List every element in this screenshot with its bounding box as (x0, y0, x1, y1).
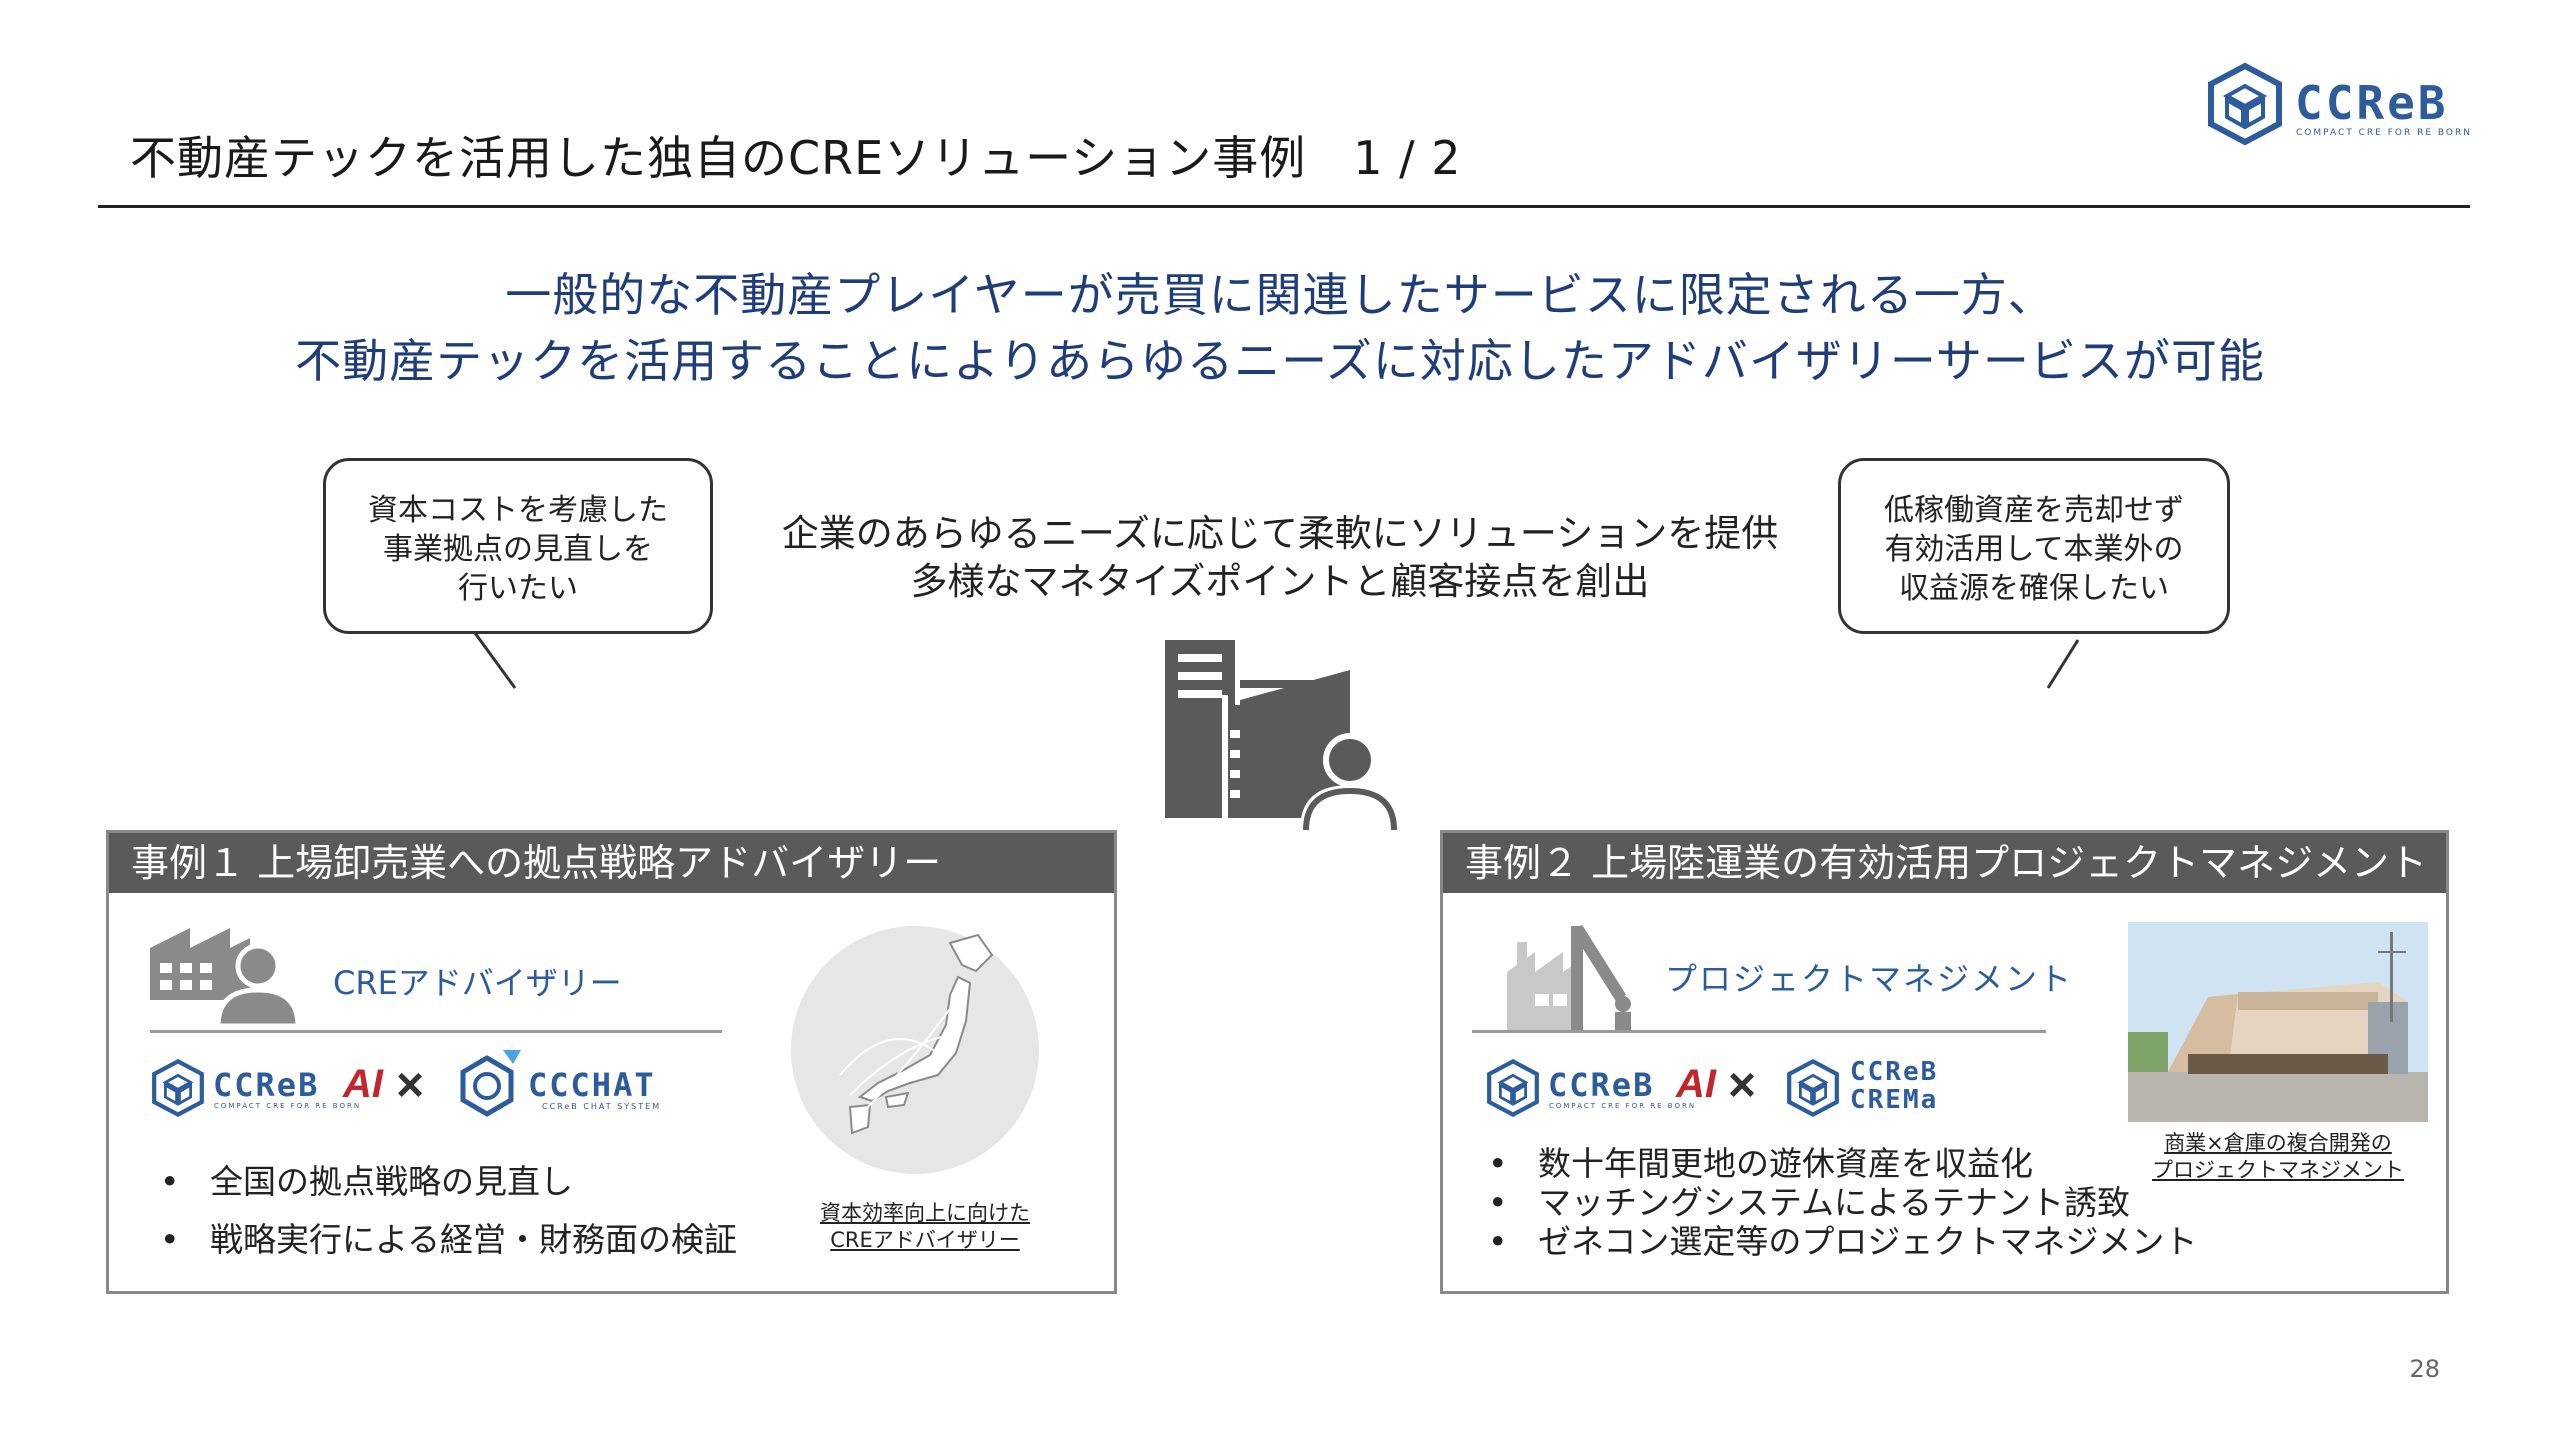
bullet-text: 数十年間更地の遊休資産を収益化 (1538, 1144, 2033, 1183)
case-1-ccreb-tagline: COMPACT CRE FOR RE BORN (214, 1102, 362, 1110)
bubble-right-line: 低稼働資産を売却せず (1884, 493, 2184, 528)
case-2-ccreb-tagline: COMPACT CRE FOR RE BORN (1549, 1102, 1697, 1110)
logo-tagline: COMPACT CRE FOR RE BORN (2296, 128, 2472, 138)
caption-line: CREアドバイザリー (830, 1228, 1020, 1252)
crema-wordmark-bottom: CREMa (1850, 1085, 1939, 1115)
case-2-title: 事例２ 上場陸運業の有効活用プロジェクトマネジメント (1443, 833, 2446, 893)
page-number: 28 (2409, 1355, 2440, 1383)
commercial-warehouse-photo (2128, 922, 2428, 1122)
japan-map-image (791, 926, 1039, 1174)
bullet-text: ゼネコン選定等のプロジェクトマネジメント (1538, 1222, 2198, 1261)
bullet-text: 戦略実行による経営・財務面の検証 (210, 1220, 738, 1259)
case-1-divider (150, 1030, 722, 1033)
bubble-right-line: 収益源を確保したい (1899, 571, 2169, 606)
bullet-icon: • (160, 1220, 180, 1259)
case-1-ccreb-wordmark: CCReB (213, 1066, 320, 1104)
case-1-bullet: • 戦略実行による経営・財務面の検証 (160, 1220, 737, 1260)
headline-line-1: 一般的な不動産プレイヤーが売買に関連したサービスに限定される一方、 (505, 268, 2055, 322)
center-line-2: 多様なマネタイズポイントと顧客接点を創出 (910, 560, 1650, 603)
case-1-caption: 資本効率向上に向けた CREアドバイザリー (800, 1200, 1050, 1254)
case-2-divider (1472, 1030, 2046, 1033)
ccchat-wordmark: CCCHAT (528, 1066, 656, 1104)
title-divider (98, 205, 2470, 208)
building-person-icon (1165, 640, 1400, 830)
caption-line: 商業×倉庫の複合開発の (2164, 1131, 2392, 1155)
ccreb-cube-icon (152, 1059, 204, 1117)
case-1-bullet: • 全国の拠点戦略の見直し (160, 1162, 573, 1202)
case-2-ccreb-wordmark: CCReB (1548, 1066, 1655, 1104)
crema-wordmark: CCReB CREMa (1850, 1058, 1938, 1114)
center-line-1: 企業のあらゆるニーズに応じて柔軟にソリューションを提供 (781, 512, 1779, 555)
bullet-text: マッチングシステムによるテナント誘致 (1538, 1183, 2131, 1222)
ccreb-logo (2205, 62, 2285, 150)
logo-wordmark: CCReB (2295, 76, 2449, 130)
caption-line: プロジェクトマネジメント (2152, 1158, 2404, 1182)
bubble-tail-left (465, 620, 517, 689)
case-2-bullet: • 数十年間更地の遊休資産を収益化 (1488, 1144, 2033, 1184)
case-1-ai-mark: AI (343, 1062, 383, 1106)
bullet-icon: • (1488, 1144, 1508, 1183)
case-1-service-label: CREアドバイザリー (333, 964, 622, 1002)
ccreb-cube-icon (1487, 1059, 1539, 1117)
crema-wordmark-top: CCReB (1850, 1057, 1939, 1087)
case-2-times-icon: × (1728, 1059, 1757, 1112)
bullet-icon: • (1488, 1222, 1508, 1261)
bullet-icon: • (1488, 1183, 1508, 1222)
bullet-text: 全国の拠点戦略の見直し (210, 1162, 573, 1201)
center-message: 企業のあらゆるニーズに応じて柔軟にソリューションを提供 多様なマネタイズポイント… (700, 510, 1860, 606)
case-2-bullet: • マッチングシステムによるテナント誘致 (1488, 1183, 2130, 1223)
headline: 一般的な不動産プレイヤーが売買に関連したサービスに限定される一方、 不動産テック… (0, 262, 2560, 394)
case-2-caption: 商業×倉庫の複合開発の プロジェクトマネジメント (2128, 1130, 2428, 1184)
headline-line-2: 不動産テックを活用することによりあらゆるニーズに対応したアドバイザリーサービスが… (295, 334, 2265, 388)
speech-bubble-left: 資本コストを考慮した 事業拠点の見直しを 行いたい (323, 458, 713, 634)
bubble-left-line: 行いたい (458, 571, 578, 606)
case-1-times-icon: × (396, 1059, 425, 1112)
bullet-icon: • (160, 1162, 180, 1201)
ccchat-icon (460, 1050, 521, 1117)
bubble-tail-right (2046, 639, 2080, 689)
ccchat-tagline: CCReB CHAT SYSTEM (542, 1102, 662, 1111)
ccreb-cube-icon (2208, 62, 2282, 146)
bubble-right-line: 有効活用して本業外の (1884, 532, 2184, 567)
bubble-left-line: 資本コストを考慮した (368, 493, 668, 528)
page-title: 不動産テックを活用した独自のCREソリューション事例 1 / 2 (130, 131, 1462, 185)
case-2-service-label: プロジェクトマネジメント (1665, 960, 2074, 998)
speech-bubble-right: 低稼働資産を売却せず 有効活用して本業外の 収益源を確保したい (1838, 458, 2230, 634)
construction-crane-icon (1507, 924, 1631, 1030)
factory-person-icon (150, 928, 300, 1028)
case-2-bullet: • ゼネコン選定等のプロジェクトマネジメント (1488, 1222, 2197, 1262)
case-2-ai-mark: AI (1676, 1062, 1716, 1106)
bubble-left-line: 事業拠点の見直しを (383, 532, 653, 567)
ccreb-crema-cube-icon (1787, 1059, 1839, 1117)
case-1-title: 事例１ 上場卸売業への拠点戦略アドバイザリー (109, 833, 1114, 893)
caption-line: 資本効率向上に向けた (820, 1201, 1030, 1225)
